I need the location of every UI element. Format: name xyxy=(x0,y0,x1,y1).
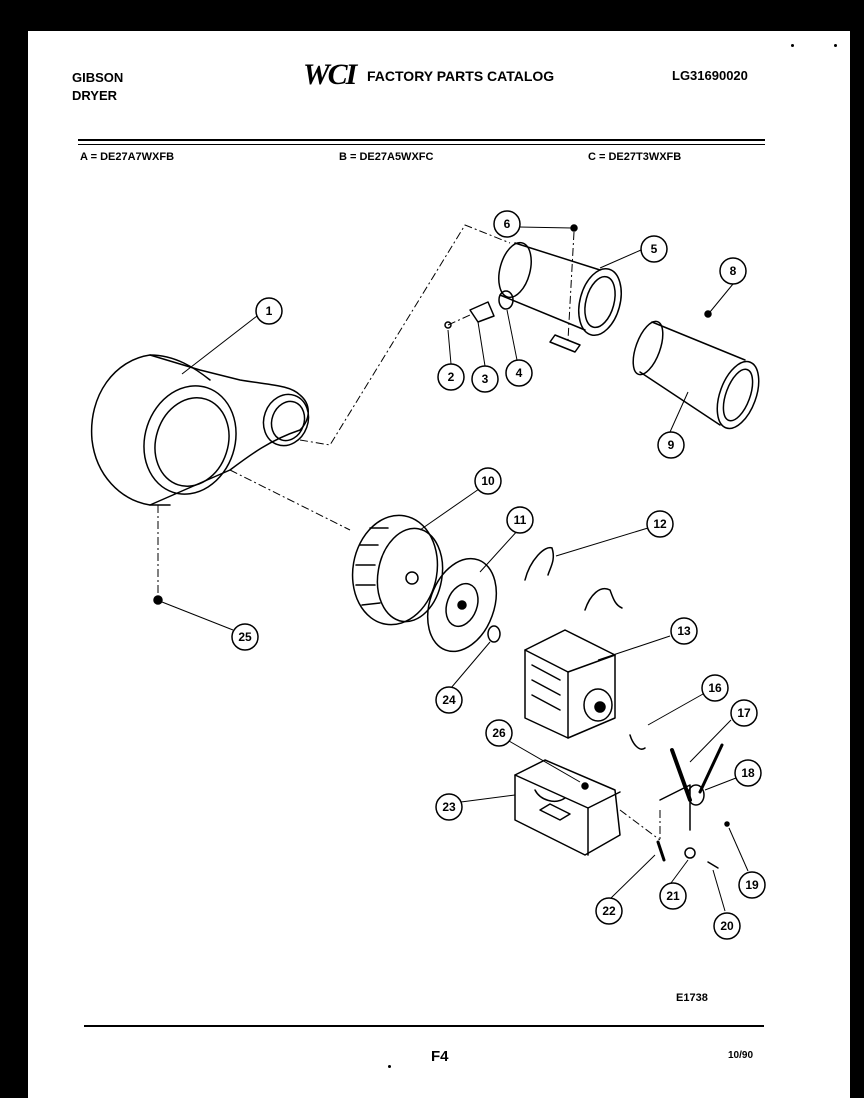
callout-23: 23 xyxy=(435,793,463,821)
callout-21: 21 xyxy=(659,882,687,910)
model-a: A = DE27A7WXFB xyxy=(80,151,175,163)
callouts: 1 2 3 4 5 6 8 9 10 11 12 13 16 17 18 19 … xyxy=(231,210,766,940)
brand-name: GIBSON xyxy=(72,70,124,85)
spring-16-part xyxy=(629,734,646,750)
callout-6-label: 6 xyxy=(504,217,511,231)
diagram-id: E1738 xyxy=(676,992,708,1004)
callout-20-label: 20 xyxy=(720,919,734,933)
ring-24-part xyxy=(487,625,501,643)
callout-17-label: 17 xyxy=(737,706,751,720)
callout-24: 24 xyxy=(435,686,463,714)
callout-2-label: 2 xyxy=(448,370,455,384)
screw-19-part xyxy=(724,821,730,827)
callout-1: 1 xyxy=(255,297,283,325)
speck xyxy=(388,1065,391,1068)
callout-9: 9 xyxy=(657,431,685,459)
callout-24-label: 24 xyxy=(442,693,456,707)
callout-8: 8 xyxy=(719,257,747,285)
callout-11-label: 11 xyxy=(514,513,527,527)
brand-block: GIBSON DRYER xyxy=(72,69,123,105)
callout-26: 26 xyxy=(485,719,513,747)
seal-plate-part xyxy=(426,557,498,653)
callout-4: 4 xyxy=(505,359,533,387)
callout-12-label: 12 xyxy=(653,517,667,531)
callout-26-label: 26 xyxy=(492,726,506,740)
wci-logo: WCI xyxy=(303,58,357,91)
callout-3-label: 3 xyxy=(482,372,489,386)
idler-lever-part xyxy=(698,743,724,794)
callout-9-label: 9 xyxy=(668,438,675,452)
callout-19-label: 19 xyxy=(745,878,759,892)
callout-12: 12 xyxy=(646,510,674,538)
idler-pulley-part xyxy=(687,784,705,806)
appliance-type: DRYER xyxy=(72,88,118,103)
page-number: F4 xyxy=(431,1048,449,1065)
catalog-title: FACTORY PARTS CATALOG xyxy=(367,68,555,84)
screw-25-part xyxy=(153,595,163,605)
callout-13: 13 xyxy=(670,617,698,645)
motor-clip-part xyxy=(524,546,555,581)
callout-25-label: 25 xyxy=(238,630,252,644)
thermostat-clips-part xyxy=(444,290,514,329)
callout-22-label: 22 xyxy=(602,904,616,918)
speck xyxy=(791,44,794,47)
callout-4-label: 4 xyxy=(516,366,523,380)
catalog-code: LG31690020 xyxy=(672,68,748,83)
idler-arm-part xyxy=(670,748,692,802)
washer-20-part xyxy=(707,861,719,869)
callout-23-label: 23 xyxy=(442,800,456,814)
heater-duct-part xyxy=(498,241,622,353)
callout-19: 19 xyxy=(738,871,766,899)
callout-10-label: 10 xyxy=(481,474,495,488)
callout-11: 11 xyxy=(506,506,534,534)
callout-8-label: 8 xyxy=(730,264,737,278)
motor-clip-2-part xyxy=(584,588,623,611)
callout-18-label: 18 xyxy=(741,766,755,780)
footer-rule xyxy=(84,1025,764,1027)
screw-8-part xyxy=(704,310,712,318)
blower-housing-part xyxy=(90,354,310,506)
leader-lines xyxy=(161,226,749,912)
callout-17: 17 xyxy=(730,699,758,727)
callout-25: 25 xyxy=(231,623,259,651)
assembly-lines xyxy=(157,224,661,842)
callout-5-label: 5 xyxy=(651,242,658,256)
blower-wheel-part xyxy=(351,514,444,626)
header-rule-thin xyxy=(78,144,765,145)
motor-mount-part xyxy=(514,759,621,856)
callout-10: 10 xyxy=(474,467,502,495)
screw-26-part xyxy=(581,782,589,790)
model-c: C = DE27T3WXFB xyxy=(588,151,682,163)
callout-13-label: 13 xyxy=(677,624,691,638)
callout-1-label: 1 xyxy=(266,304,273,318)
callout-18: 18 xyxy=(734,759,762,787)
callout-6: 6 xyxy=(493,210,521,238)
callout-5: 5 xyxy=(640,235,668,263)
callout-16: 16 xyxy=(701,674,729,702)
callout-21-label: 21 xyxy=(666,889,680,903)
model-b: B = DE27A5WXFC xyxy=(339,151,434,163)
callout-16-label: 16 xyxy=(708,681,722,695)
callout-3: 3 xyxy=(471,365,499,393)
idler-bracket-part xyxy=(659,784,691,831)
speck xyxy=(834,44,837,47)
header-rule-thick xyxy=(78,139,765,141)
revision-date: 10/90 xyxy=(728,1050,754,1061)
catalog-sheet: GIBSON DRYER WCI FACTORY PARTS CATALOG L… xyxy=(28,31,850,1098)
heater-element-part xyxy=(632,320,760,430)
callout-2: 2 xyxy=(437,363,465,391)
drive-motor-part xyxy=(524,629,616,739)
screw-22-part xyxy=(656,840,666,862)
nut-21-part xyxy=(684,847,696,859)
callout-22: 22 xyxy=(595,897,623,925)
callout-20: 20 xyxy=(713,912,741,940)
